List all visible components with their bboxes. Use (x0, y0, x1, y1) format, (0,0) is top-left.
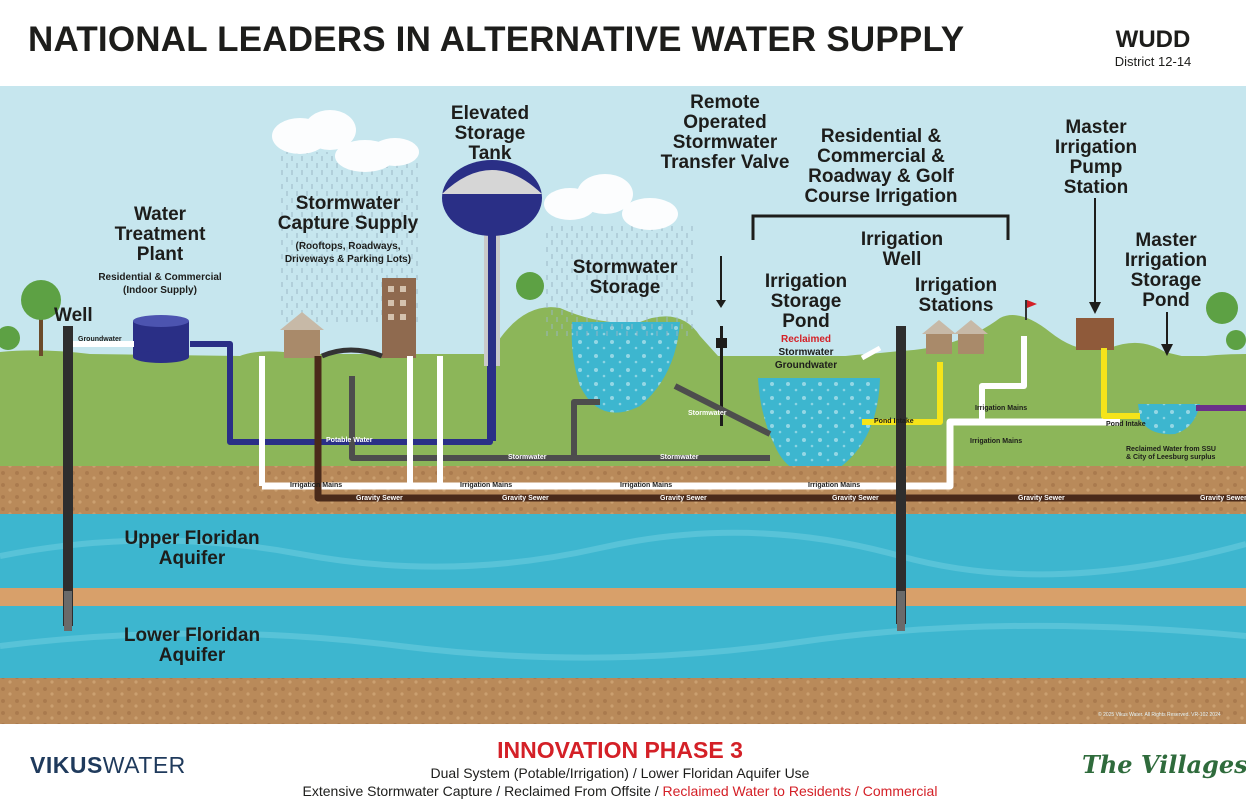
pump-station-arrow (1089, 198, 1101, 314)
lower-aquifer-band (0, 606, 1246, 678)
groundwater-pipe-label: Groundwater (78, 336, 122, 343)
elevated-storage-tank (442, 160, 542, 441)
copyright: © 2025 Vikus Water. All Rights Reserved.… (1098, 712, 1221, 718)
stormwater-pipe-2 (571, 399, 600, 458)
buildings (280, 278, 1114, 359)
footer-line-2: Extensive Stormwater Capture / Reclaimed… (302, 783, 938, 799)
stormwater-label-1: Stormwater (508, 454, 547, 461)
irrigation-mains-label-1: Irrigation Mains (290, 482, 343, 489)
wtp-sub-label: Residential & Commercial(Indoor Supply) (98, 272, 222, 296)
gravity-sewer-pipe (314, 356, 1246, 502)
irrigation-mains-label-4: Irrigation Mains (808, 482, 861, 489)
gravity-sewer-label-2: Gravity Sewer (502, 495, 549, 502)
reclaimed-offsite-label: Reclaimed Water from SSU& City of Leesbu… (1126, 446, 1216, 461)
irrigation-mains-pipe (262, 418, 1120, 490)
wells (63, 326, 906, 631)
water-system-diagram (0, 86, 1246, 724)
well-label: Well (54, 305, 93, 326)
stormwater-label-2: Stormwater (660, 454, 699, 461)
stormwater-capture-sub-label: (Rooftops, Roadways,Driveways & Parking … (284, 241, 412, 265)
pond-intake-pipe-2 (1101, 348, 1140, 419)
pond-intake-label-1: Pond Intake (874, 418, 914, 425)
district-label: District 12-14 (1114, 54, 1192, 69)
footer-line-1: Dual System (Potable/Irrigation) / Lower… (430, 765, 810, 781)
irrigation-mains-branches (259, 336, 1027, 486)
gravity-sewer-label-1: Gravity Sewer (356, 495, 403, 502)
potable-water-label: Potable Water (326, 437, 373, 444)
pipe-network (72, 336, 1246, 502)
trees (0, 272, 1246, 356)
gravity-sewer-label-4: Gravity Sewer (832, 495, 879, 502)
the-villages-logo: The Villages (1082, 750, 1246, 779)
phase-title: INNOVATION PHASE 3 (497, 737, 743, 763)
irrigation-mains-label-3: Irrigation Mains (620, 482, 673, 489)
gravity-sewer-label-3: Gravity Sewer (660, 495, 707, 502)
irrigation-mains-label-5: Irrigation Mains (970, 438, 1023, 445)
irrigation-mains-label-2: Irrigation Mains (460, 482, 513, 489)
org-name: WUDD (1115, 26, 1191, 53)
irrigation-mains-label-6: Irrigation Mains (975, 405, 1028, 412)
stormwater-pipe (349, 376, 770, 461)
stormwater-label-3: Stormwater (688, 410, 727, 417)
rain-clouds (272, 110, 695, 336)
potable-pipe (190, 341, 493, 445)
gravity-sewer-label-6: Gravity Sewer (1200, 495, 1246, 502)
storage-pond-arrow (1161, 312, 1173, 356)
pond-intake-pipe (862, 362, 943, 425)
stormwater-transfer-pipe (673, 383, 772, 437)
confining-layer (0, 588, 1246, 606)
pond-intake-label-2: Pond Intake (1106, 421, 1146, 428)
vikus-water-logo: VIKUSWATER (30, 752, 186, 778)
page-title: NATIONAL LEADERS IN ALTERNATIVE WATER SU… (28, 20, 965, 59)
remote-valve-pole (716, 256, 727, 426)
irrigation-bracket (751, 214, 1010, 240)
treatment-plant-tank (133, 315, 189, 363)
gravity-sewer-label-5: Gravity Sewer (1018, 495, 1065, 502)
